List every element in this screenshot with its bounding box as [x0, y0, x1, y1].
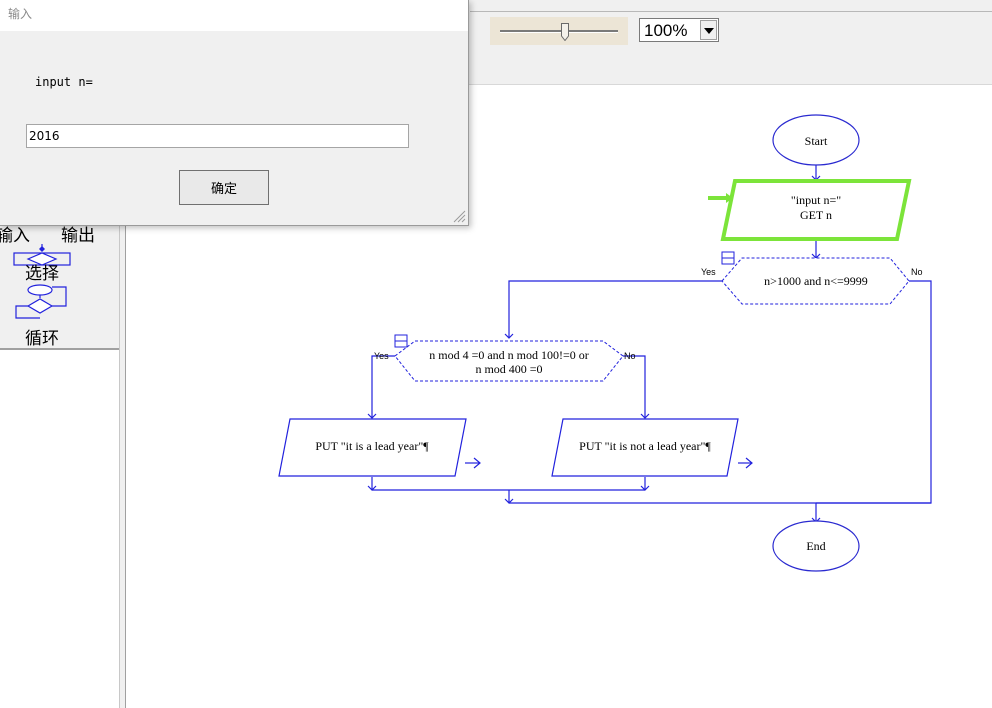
palette-output-label[interactable]: 输出: [61, 226, 95, 246]
slider-track: [500, 30, 618, 33]
zoom-dropdown-button[interactable]: [700, 20, 717, 40]
zoom-value: 100%: [644, 21, 688, 40]
connector-decision2-no: [623, 355, 646, 418]
connector-decision2-yes: [371, 355, 395, 418]
decision-leap-text-line2: n mod 400 =0: [475, 362, 542, 376]
end-label: End: [806, 539, 825, 553]
input-get-text: GET n: [800, 208, 832, 222]
output-leap-year-text: PUT "it is a lead year"¶: [315, 439, 429, 453]
start-terminal[interactable]: [772, 114, 860, 166]
decision2-no-label: No: [624, 351, 636, 361]
output-leap-year[interactable]: [278, 418, 467, 477]
input-prompt-text: "input n=": [791, 193, 841, 207]
ok-button[interactable]: 确定: [179, 170, 269, 205]
connector-decision1-yes: [508, 280, 722, 338]
selection-symbol-icon[interactable]: [12, 244, 72, 266]
decision1-yes-label: Yes: [701, 267, 716, 277]
decision1-no-label: No: [911, 267, 923, 277]
toolbar-divider: [470, 11, 992, 12]
resize-grip-icon[interactable]: [452, 209, 466, 223]
slider-thumb[interactable]: [561, 23, 569, 41]
decision-leap-text-line1: n mod 4 =0 and n mod 100!=0 or: [429, 348, 589, 362]
chevron-down-icon: [704, 28, 714, 34]
output-not-leap-year-text: PUT "it is not a lead year"¶: [579, 439, 711, 453]
palette-input-label[interactable]: 输入: [0, 226, 30, 246]
execution-speed-slider[interactable]: [490, 17, 628, 45]
input-dialog: 输入 input n= 确定: [0, 0, 469, 226]
connector-decision1-no: [816, 280, 932, 504]
dialog-titlebar[interactable]: 输入: [0, 0, 468, 31]
current-step-arrow-icon: [708, 193, 733, 203]
end-terminal[interactable]: [772, 520, 860, 572]
flowchart-canvas[interactable]: Start "input n=" GET n n>1000 and n<=999…: [127, 85, 992, 708]
decision-range-text: n>1000 and n<=9999: [764, 274, 868, 288]
dialog-value-input[interactable]: [26, 124, 409, 148]
zoom-select[interactable]: 100%: [639, 18, 719, 42]
decision2-yes-label: Yes: [374, 351, 389, 361]
loop-symbol-icon[interactable]: [14, 284, 70, 320]
decision-range-check[interactable]: [721, 257, 910, 305]
flowchart-diagram: Start "input n=" GET n n>1000 and n<=999…: [278, 114, 932, 572]
palette-splitter[interactable]: [119, 84, 126, 708]
decision-leap-check[interactable]: [394, 340, 624, 382]
input-parallelogram[interactable]: [720, 179, 912, 241]
dialog-prompt: input n=: [35, 75, 93, 89]
palette-loop-label[interactable]: 循环: [25, 329, 59, 349]
dialog-title: 输入: [8, 7, 33, 21]
palette-selection-label[interactable]: 选择: [25, 264, 59, 284]
output-not-leap-year[interactable]: [551, 418, 739, 477]
start-label: Start: [805, 134, 828, 148]
